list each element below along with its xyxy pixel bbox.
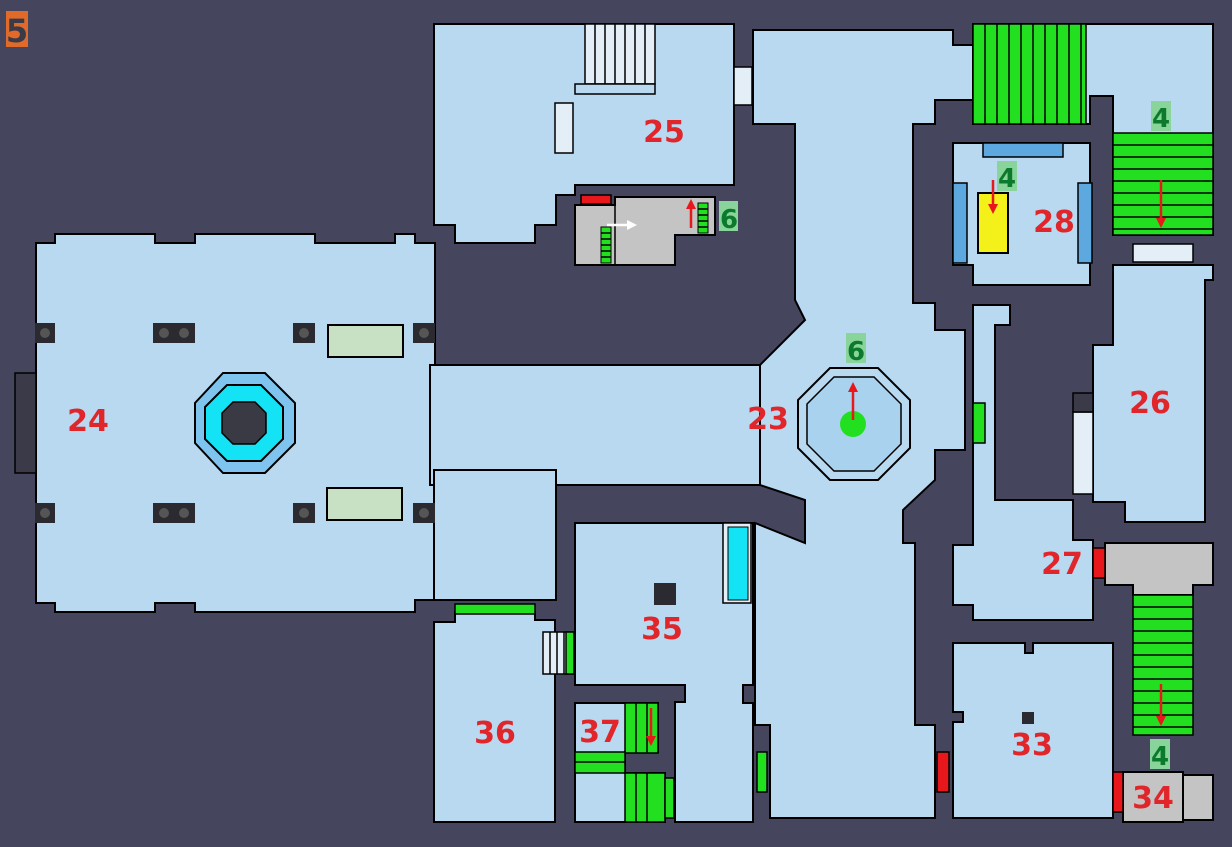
floor-link-to-4-bottom[interactable]: 4 <box>1151 742 1169 772</box>
floor-link-to-6-ladder[interactable]: 6 <box>720 205 738 235</box>
passage-south[interactable] <box>433 469 557 601</box>
door-25-west[interactable] <box>554 102 574 154</box>
floor-number: 5 <box>6 12 28 50</box>
room-label-28: 28 <box>1033 205 1075 240</box>
corridor-west[interactable] <box>429 364 761 486</box>
door-locked-33[interactable] <box>936 751 950 793</box>
switch-26[interactable] <box>1072 392 1094 413</box>
room-label-23: 23 <box>747 402 789 437</box>
door-25-east[interactable] <box>733 66 753 106</box>
room-label-25: 25 <box>643 115 685 150</box>
stairs-36[interactable] <box>542 631 576 675</box>
floor-link-box <box>1150 739 1170 769</box>
door-24-36[interactable] <box>454 603 536 615</box>
floor-link-box <box>1151 101 1171 131</box>
crate-35[interactable] <box>654 583 676 605</box>
door-35-23[interactable] <box>756 751 768 793</box>
floor-link-box <box>719 201 738 231</box>
table-south <box>326 487 403 521</box>
door-locked-34[interactable] <box>1112 771 1124 813</box>
shelf-28-top <box>982 142 1064 158</box>
elevator-pad-icon[interactable] <box>797 367 911 481</box>
arrow-right-icon <box>607 220 637 230</box>
door-23-east[interactable] <box>972 402 986 444</box>
arrow-up-icon <box>686 199 858 420</box>
room-35[interactable] <box>574 522 754 823</box>
ladder-icon[interactable] <box>600 202 709 264</box>
door-24-west[interactable] <box>14 372 37 474</box>
room-36[interactable] <box>433 611 556 823</box>
table-north <box>327 324 404 358</box>
arrow-down-icon <box>646 180 1166 746</box>
octagon-pedestal-icon[interactable] <box>194 372 296 474</box>
door-26-west[interactable] <box>1072 411 1094 495</box>
room-label-27: 27 <box>1041 547 1083 582</box>
door-locked-25[interactable] <box>580 194 612 205</box>
shelf-28-left <box>952 182 968 264</box>
tank-35[interactable] <box>727 526 749 601</box>
stairs-25[interactable] <box>574 23 656 95</box>
stairs-north[interactable] <box>972 23 1087 125</box>
floor-badge <box>6 11 28 47</box>
room-label-24: 24 <box>67 404 109 439</box>
room-label-34: 34 <box>1132 781 1174 816</box>
room-label-35: 35 <box>641 612 683 647</box>
floor-link-box <box>846 333 866 363</box>
floor-link-to-4-top[interactable]: 4 <box>1152 104 1170 134</box>
room-27[interactable] <box>952 304 1094 621</box>
crate-33[interactable] <box>1022 712 1034 724</box>
door-ne-26[interactable] <box>1132 243 1194 263</box>
room-label-36: 36 <box>474 716 516 751</box>
room-label-26: 26 <box>1129 386 1171 421</box>
floor-link-box <box>997 161 1017 191</box>
shelf-28-right <box>1077 182 1093 264</box>
door-locked-27[interactable] <box>1092 547 1106 579</box>
room-33[interactable] <box>952 642 1114 819</box>
stairs-37[interactable] <box>574 702 675 823</box>
pillars-24 <box>35 323 435 523</box>
room-25[interactable] <box>433 23 735 244</box>
room-34-annex <box>1182 774 1214 821</box>
room-26[interactable] <box>1092 264 1214 523</box>
stairs-se-down[interactable] <box>1132 594 1194 736</box>
floor-link-to-4-ladder[interactable]: 4 <box>998 164 1016 194</box>
room-label-33: 33 <box>1011 728 1053 763</box>
floor-link-to-6-lift[interactable]: 6 <box>847 337 865 367</box>
room-label-37: 37 <box>579 715 621 750</box>
